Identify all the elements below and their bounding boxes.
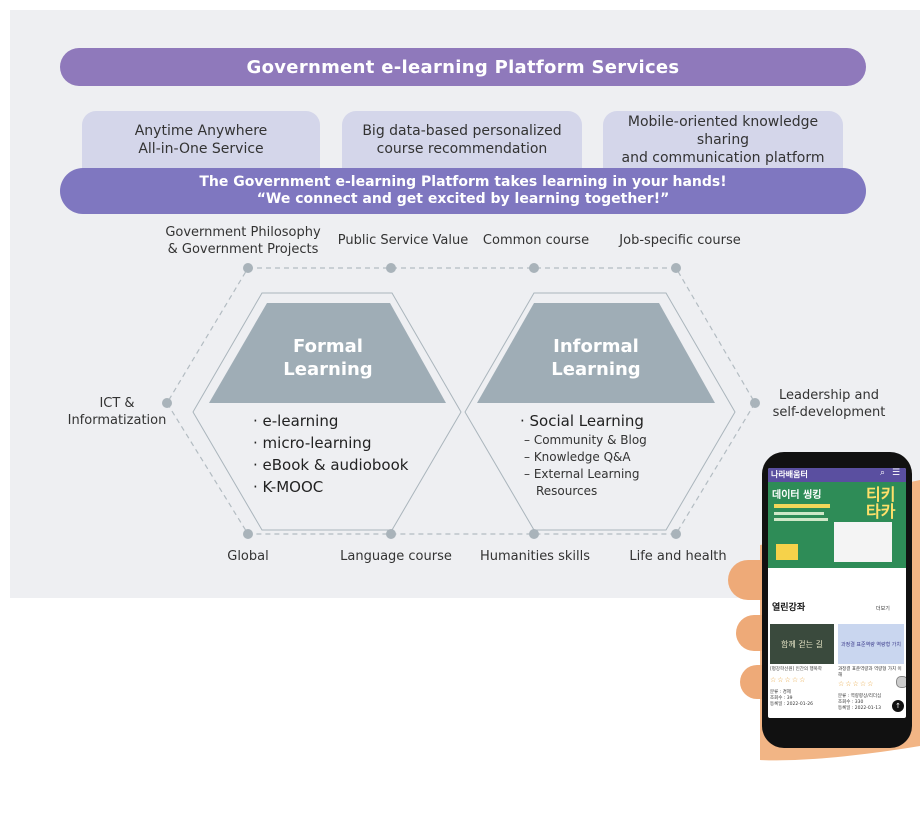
meta-line: 등록일 : 2022-01-13 [838, 706, 881, 711]
title-line: Learning [283, 359, 373, 380]
feature-line: Anytime Anywhere [134, 123, 268, 139]
node-dot [671, 263, 681, 273]
list-subitem: Resources [536, 484, 598, 498]
list-subitem: – Knowledge Q&A [524, 450, 631, 464]
topic-humanities-skills: Humanities skills [479, 549, 591, 564]
list-item: · Social Learning [520, 412, 644, 430]
formal-trapezoid [209, 303, 446, 403]
promo-decor [774, 512, 824, 515]
meta-line: 조회수 : 39 [770, 696, 793, 701]
formal-learning-title: Formal Learning [266, 335, 390, 381]
phone-app-bar: 나라배움터 ⌕ ☰ [768, 468, 906, 482]
topic-line: self-development [772, 405, 886, 420]
course-thumbnail[interactable]: 함께 걷는 길 [770, 624, 834, 664]
scroll-top-icon[interactable]: ↑ [892, 700, 904, 712]
list-item: · micro-learning [253, 434, 372, 452]
feature-line: All-in-One Service [138, 141, 264, 157]
title-line: Formal [293, 336, 363, 357]
topic-global: Global [227, 549, 269, 564]
list-subitem: – External Learning [524, 467, 640, 481]
list-item: · eBook & audiobook [253, 456, 409, 474]
node-dot [243, 529, 253, 539]
topic-line: Leadership and [778, 388, 880, 403]
node-dot [671, 529, 681, 539]
promo-decor [774, 518, 828, 521]
course-meta: 분류 : 경제 조회수 : 39 등록일 : 2022-01-26 [770, 690, 813, 708]
node-dot [750, 398, 760, 408]
topic-life-and-health: Life and health [629, 549, 727, 564]
node-dot [529, 263, 539, 273]
topic-leadership: Leadership and self-development [767, 387, 891, 421]
promo-badge [776, 544, 798, 560]
toggle-icon[interactable] [896, 676, 906, 688]
feature-line: and communication platform [621, 150, 825, 166]
topic-line: Government Philosophy [165, 225, 321, 240]
informal-hexagon [464, 292, 736, 531]
node-dot [243, 263, 253, 273]
node-dot [386, 263, 396, 273]
topic-job-specific-course: Job-specific course [619, 233, 741, 248]
informal-learning-list: · Social Learning – Community & Blog – K… [520, 410, 720, 500]
list-item: · K-MOOC [253, 478, 324, 496]
promo-title: 데이터 씽킹 [772, 490, 822, 501]
meta-line: 등록일 : 2022-01-26 [770, 702, 813, 707]
rating-stars: ☆☆☆☆☆ [770, 676, 807, 684]
promo-thumbnail [834, 522, 892, 562]
meta-line: 분류 : 역량향상/리더십 [838, 694, 882, 699]
feature-card-mobile: Mobile-oriented knowledge sharing and co… [603, 111, 843, 169]
slogan-line-1: The Government e-learning Platform takes… [199, 174, 727, 190]
feature-card-anytime: Anytime Anywhere All-in-One Service [82, 111, 320, 169]
meta-line: 조회수 : 330 [838, 700, 864, 705]
topic-line: Informatization [67, 413, 167, 428]
node-dot [162, 398, 172, 408]
rating-stars: ☆☆☆☆☆ [838, 680, 875, 688]
formal-learning-list: · e-learning · micro-learning · eBook & … [253, 410, 443, 498]
promo-decor [774, 504, 830, 508]
menu-icon: ☰ [892, 468, 901, 478]
phone-mockup: 나라배움터 ⌕ ☰ 데이터 씽킹 티키 타카 열린강좌 더보기 함께 걷는 길 … [762, 452, 912, 748]
feature-line: Mobile-oriented knowledge sharing [627, 114, 819, 148]
app-logo: 나라배움터 [771, 470, 808, 479]
course-caption[interactable]: 과정결 표준역량과 역량형 가치 이해 [838, 667, 902, 678]
course-caption[interactable]: [평강학선원] 인간의 행복학 [770, 667, 822, 672]
feature-card-bigdata: Big data-based personalized course recom… [342, 111, 582, 169]
node-dot [386, 529, 396, 539]
topic-line: ICT & [99, 396, 135, 411]
informal-trapezoid [477, 303, 715, 403]
title-line: Learning [551, 359, 641, 380]
topic-government-philosophy: Government Philosophy & Government Proje… [163, 224, 323, 258]
more-link[interactable]: 더보기 [876, 606, 890, 612]
meta-line: 분류 : 경제 [770, 690, 791, 695]
informal-learning-title: Informal Learning [534, 335, 658, 381]
topic-common-course: Common course [482, 233, 590, 248]
course-meta: 분류 : 역량향상/리더십 조회수 : 330 등록일 : 2022-01-13 [838, 694, 881, 712]
title-line: Informal [553, 336, 639, 357]
topic-line: & Government Projects [167, 242, 319, 257]
topic-public-service-value: Public Service Value [337, 233, 469, 248]
list-subitem: – Community & Blog [524, 433, 647, 447]
slogan-line-2: “We connect and get excited by learning … [256, 191, 670, 207]
node-dot [529, 529, 539, 539]
list-item: · e-learning [253, 412, 339, 430]
page-title-banner: Government e-learning Platform Services [60, 48, 866, 86]
course-thumbnail[interactable]: 과정결 표준역량 역량형 가치 [838, 624, 904, 664]
page-title: Government e-learning Platform Services [246, 56, 680, 78]
search-icon: ⌕ [880, 468, 886, 478]
promo-art-text: 티키 타카 [866, 485, 896, 521]
slogan-banner: The Government e-learning Platform takes… [60, 168, 866, 214]
promo-banner: 데이터 씽킹 티키 타카 [768, 482, 906, 568]
topic-ict-informatization: ICT & Informatization [62, 395, 172, 429]
feature-line: course recommendation [376, 141, 548, 157]
phone-screen: 나라배움터 ⌕ ☰ 데이터 씽킹 티키 타카 열린강좌 더보기 함께 걷는 길 … [768, 468, 906, 718]
topic-language-course: Language course [340, 549, 452, 564]
feature-line: Big data-based personalized [362, 123, 562, 139]
section-title: 열린강좌 [772, 603, 806, 613]
